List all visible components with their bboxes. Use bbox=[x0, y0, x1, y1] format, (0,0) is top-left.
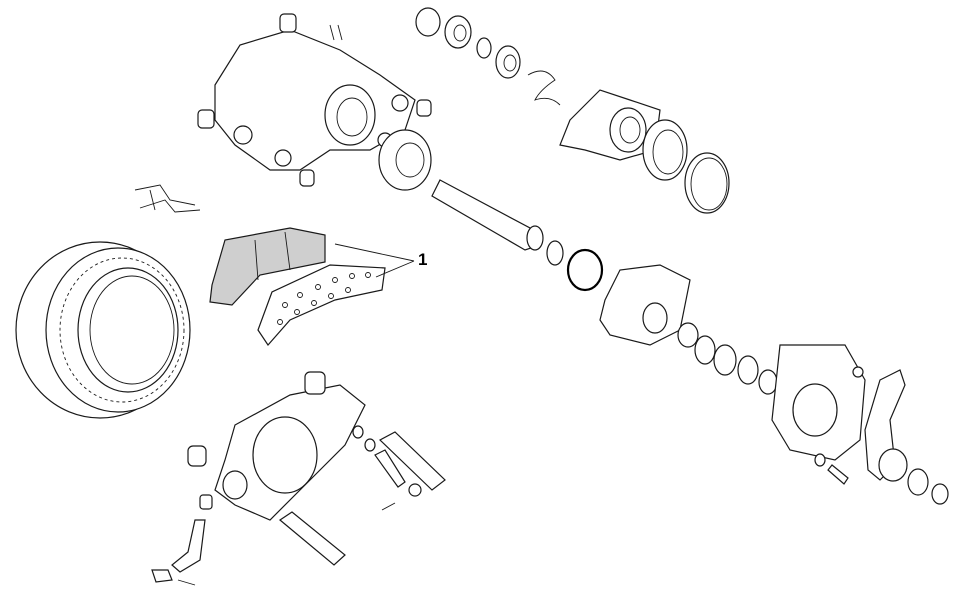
cam-bushing-housing bbox=[599, 264, 691, 346]
adjuster-screw bbox=[151, 494, 213, 586]
seal-rings-upper bbox=[415, 7, 730, 214]
brake-rotor bbox=[15, 241, 191, 419]
pad-retaining-clip bbox=[134, 184, 201, 213]
chamber-bracket bbox=[771, 344, 866, 461]
brake-pad-friction bbox=[209, 227, 326, 306]
o-ring bbox=[566, 248, 604, 292]
brake-pad-backing-plate bbox=[257, 264, 386, 346]
slack-adjuster bbox=[814, 369, 949, 505]
caliper-carrier bbox=[187, 371, 366, 521]
guide-pins bbox=[278, 425, 446, 566]
washer bbox=[546, 240, 564, 266]
camshaft bbox=[431, 179, 544, 251]
seal-rings-lower bbox=[677, 322, 778, 395]
adjuster-gear bbox=[378, 129, 432, 191]
callout-leader-lines bbox=[334, 243, 415, 278]
callout-label-brake-pads: 1 bbox=[418, 250, 428, 269]
